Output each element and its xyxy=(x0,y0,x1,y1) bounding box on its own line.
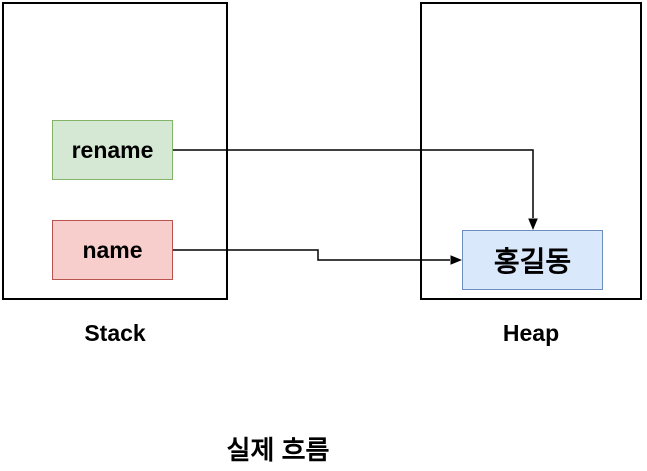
variable-box-name: name xyxy=(52,220,173,280)
diagram-caption: 실제 흐름 xyxy=(226,435,330,465)
heap-object-label: 홍길동 xyxy=(493,246,572,277)
heap-object-box: 홍길동 xyxy=(462,230,603,290)
heap-region-label: Heap xyxy=(502,320,560,346)
stack-region-label: Stack xyxy=(84,320,146,346)
variable-box-rename: rename xyxy=(52,120,173,180)
variable-label-name: name xyxy=(82,236,143,263)
variable-label-rename: rename xyxy=(71,136,154,163)
